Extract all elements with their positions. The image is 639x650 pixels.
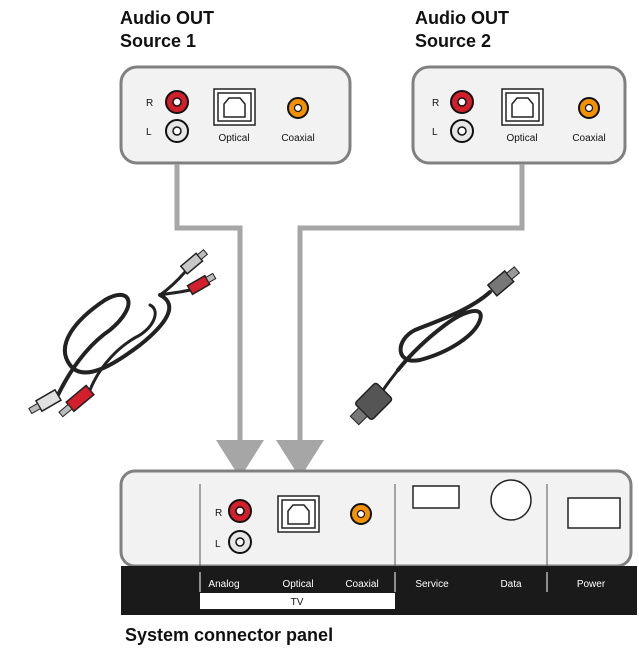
bar-label-optical: Optical (282, 579, 313, 590)
source1-r-label: R (146, 98, 153, 109)
panel-power-port (567, 497, 621, 529)
connection-lines (174, 164, 525, 440)
panel-l-label: L (215, 539, 221, 550)
bar-label-data: Data (500, 579, 522, 590)
panel-service-port (412, 485, 460, 509)
source1-optical-label: Optical (218, 133, 249, 144)
bar-label-analog: Analog (208, 579, 239, 590)
system-connector-panel: R L (119, 469, 633, 568)
panel-label-bar: Analog Optical Coaxial Service Data Powe… (121, 566, 637, 615)
panel-optical-port (277, 495, 320, 533)
optical-connection-line (297, 164, 525, 440)
source2-r-label: R (432, 98, 439, 109)
source1-coaxial-label: Coaxial (281, 133, 314, 144)
source1-title-line1: Audio OUT (120, 8, 214, 28)
panel-data-port (490, 479, 532, 521)
source1-title-line2: Source 1 (120, 31, 196, 51)
source1-optical-port (213, 88, 256, 126)
bar-label-power: Power (577, 579, 606, 590)
source2-optical-label: Optical (506, 133, 537, 144)
source1-box: R L Optical Coaxial (119, 65, 352, 165)
panel-title: System connector panel (125, 625, 333, 645)
source2-l-label: L (432, 127, 438, 138)
bar-label-tv: TV (291, 597, 304, 608)
source2-box: R L Optical Coaxial (411, 65, 627, 165)
source2-optical-port (501, 88, 544, 126)
bar-label-coaxial: Coaxial (345, 579, 378, 590)
source2-title-line1: Audio OUT (415, 8, 509, 28)
bar-label-service: Service (415, 579, 449, 590)
tv-group-bracket (200, 593, 395, 609)
panel-r-label: R (215, 508, 222, 519)
source2-coaxial-label: Coaxial (572, 133, 605, 144)
optical-cable-illustration (349, 266, 521, 426)
source1-l-label: L (146, 127, 152, 138)
optical-arrowhead (276, 440, 324, 478)
rca-cable-illustration (28, 248, 217, 418)
analog-connection-line (174, 164, 243, 440)
analog-arrowhead (216, 440, 264, 478)
source2-title-line2: Source 2 (415, 31, 491, 51)
